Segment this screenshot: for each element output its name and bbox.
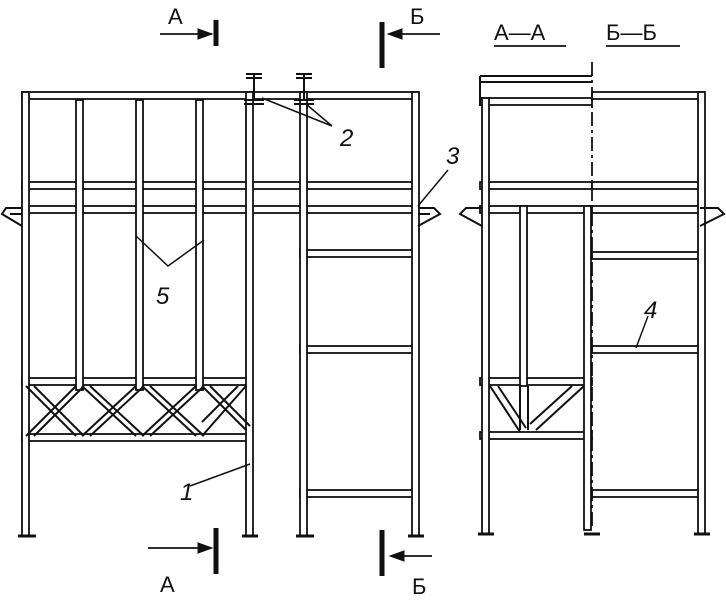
section-rung — [591, 251, 705, 260]
ladder-rung — [299, 345, 419, 354]
callout-2: 2 — [339, 125, 353, 152]
section-post-inner — [519, 205, 528, 387]
intermediate-post — [75, 99, 84, 391]
view-title-b-b: Б—Б — [606, 20, 657, 45]
section-horizontals — [479, 91, 705, 498]
section-truss-bottom — [479, 431, 593, 440]
section-bracket-right — [699, 207, 726, 227]
section-top-block — [479, 75, 592, 106]
callout-5: 5 — [156, 283, 170, 310]
post-tower-left — [299, 91, 308, 537]
section-mark-bottom-a: А — [160, 572, 175, 597]
vertical-posts — [21, 91, 420, 537]
section-bracket-rail — [591, 205, 705, 214]
section-bracket-left — [458, 207, 483, 227]
callout-4: 4 — [644, 297, 657, 324]
top-rail — [21, 91, 419, 100]
section-mark-bottom-b: Б — [412, 574, 426, 599]
section-deck-rail — [479, 181, 593, 190]
section-views — [458, 45, 726, 536]
section-post — [583, 205, 592, 531]
callout-3: 3 — [446, 143, 460, 170]
section-post-right — [697, 91, 706, 535]
ladder-rung — [299, 249, 419, 258]
section-mark-top-b: Б — [410, 4, 424, 29]
bracket-left — [0, 207, 23, 227]
section-top-rail — [479, 97, 593, 106]
intermediate-post — [135, 99, 144, 391]
leader-4 — [635, 315, 649, 349]
i-beam-right — [294, 73, 314, 105]
ladder-rung — [299, 489, 419, 498]
section-posts — [481, 91, 706, 535]
truss-bracing — [25, 385, 251, 437]
callout-1: 1 — [180, 479, 193, 506]
front-elevation — [0, 73, 449, 538]
section-rung — [591, 345, 705, 354]
section-bracket-rail — [479, 205, 593, 214]
post-left — [21, 91, 30, 537]
leader-lines — [135, 97, 449, 487]
view-title-a-a: А—А — [494, 20, 546, 45]
section-rung — [591, 489, 705, 498]
post-right — [411, 91, 420, 537]
section-deck-rail — [591, 181, 705, 190]
section-truss — [489, 385, 585, 433]
i-beam-left — [244, 73, 264, 105]
bracket-right — [417, 207, 442, 227]
post-center — [245, 91, 254, 537]
section-markers — [148, 20, 440, 576]
section-mark-top-a: А — [168, 4, 183, 29]
section-post — [481, 97, 490, 535]
section-truss-top — [479, 377, 593, 386]
section-top-rail — [591, 91, 705, 100]
